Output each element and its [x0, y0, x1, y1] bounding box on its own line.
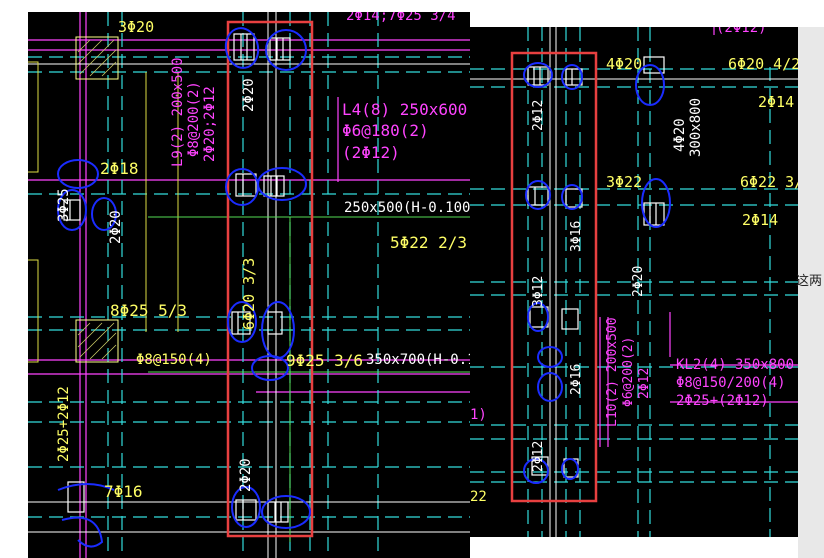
- label-r-6phi22: 6Φ22 3/: [740, 173, 798, 191]
- white-lines: [28, 12, 470, 558]
- label-r-6phi20: 6Φ20 4/2: [728, 55, 798, 73]
- label-left-vertical-bars: 2Φ25+2Φ12: [56, 386, 72, 462]
- rebar-symbols: [63, 33, 291, 523]
- label-l4-stirrup: Φ6@180(2): [342, 121, 429, 140]
- highlight-box: [226, 20, 314, 538]
- cad-drawing-right: (2Φ12) 4Φ20 6Φ20 4/2 2Φ14 2Φ12 4Φ20 300x…: [470, 27, 798, 537]
- label-kl2-stirrup: Φ8@150/200(4): [676, 375, 786, 391]
- cad-canvas-left: 3Φ20 2Φ14;7Φ25 3/4 L9(2) 200x500 Φ8@200(…: [28, 12, 470, 558]
- label-kl2-bars: 2Φ25+(2Φ12): [676, 393, 769, 409]
- label-r-2phi20: 2Φ20: [631, 266, 646, 297]
- label-l10-bars: 2Φ12: [637, 368, 652, 399]
- hatched-columns: [75, 36, 119, 363]
- label-left-7phi16: 7Φ16: [104, 482, 143, 501]
- label-phi25-936: 9Φ25 3/6: [286, 351, 363, 370]
- label-l10-name: L10(2) 200x500: [605, 317, 620, 427]
- gray-side-strip: [798, 27, 824, 558]
- magenta-beam-lines: [28, 12, 470, 558]
- label-l9-bars: 2Φ20;2Φ12: [202, 86, 218, 162]
- label-col-3phi12: 3Φ12: [531, 276, 546, 307]
- label-r-3phi22: 3Φ22: [606, 173, 642, 191]
- label-col-2phi12-bottom: 2Φ12: [531, 441, 546, 472]
- magenta-beam-lines-right: [599, 27, 798, 447]
- label-phi22-523: 5Φ22 2/3: [390, 233, 467, 252]
- blue-annotation-circles-right: [523, 62, 671, 484]
- label-edge-1: 1): [470, 407, 487, 423]
- label-col-3phi16: 3Φ16: [569, 221, 584, 252]
- label-top-3phi20: 3Φ20: [118, 18, 154, 36]
- label-beam-250x500: 250x500(H-0.100: [344, 200, 470, 216]
- cad-canvas-right: (2Φ12) 4Φ20 6Φ20 4/2 2Φ14 2Φ12 4Φ20 300x…: [470, 27, 798, 537]
- label-left-2phi20: 2Φ20: [108, 210, 124, 244]
- label-l9-name: L9(2) 200x500: [170, 57, 186, 167]
- cad-drawing-left: 3Φ20 2Φ14;7Φ25 3/4 L9(2) 200x500 Φ8@200(…: [28, 12, 470, 558]
- label-left-2phi18: 2Φ18: [100, 159, 139, 178]
- label-left-3phi25: 3Φ25: [56, 188, 72, 222]
- label-r-2phi14-b: 2Φ14: [742, 211, 778, 229]
- label-l9-stirrup: Φ8@200(2): [186, 81, 202, 157]
- yellow-wall-lines: [28, 61, 179, 363]
- label-r-4phi20: 4Φ20: [606, 55, 642, 73]
- label-beam-350x700: 350x700(H-0.10: [366, 352, 470, 368]
- label-l10-stirrup: Φ6@200(2): [621, 337, 636, 407]
- label-edge-22: 22: [470, 489, 487, 505]
- highlight-box-right: [510, 51, 598, 503]
- label-top-right-partial: 2Φ14;7Φ25 3/4: [346, 12, 456, 24]
- label-r-4phi20-v: 4Φ20: [672, 118, 688, 152]
- side-note-text: 这两: [796, 274, 823, 289]
- label-left-8phi25: 8Φ25 5/3: [110, 301, 187, 320]
- label-col-2phi20-bottom: 2Φ20: [238, 458, 254, 492]
- label-r-2phi14-a: 2Φ14: [758, 93, 794, 111]
- label-l4-name: L4(8) 250x600: [342, 100, 467, 119]
- blue-annotation-circles: [57, 27, 311, 548]
- label-left-stirrup: Φ8@150(4): [136, 352, 212, 368]
- label-kl2-name: KL2(4) 350x800: [676, 357, 794, 373]
- label-top-2phi12: (2Φ12): [716, 27, 767, 36]
- label-col-2phi20-top: 2Φ20: [241, 78, 257, 112]
- label-col-2phi12-top: 2Φ12: [531, 100, 546, 131]
- label-col-6phi20: 6Φ20 3/3: [240, 258, 258, 330]
- green-lines: [148, 216, 470, 542]
- label-l4-bars: (2Φ12): [342, 143, 400, 162]
- label-col-2phi16: 2Φ16: [569, 364, 584, 395]
- label-r-300x800: 300x800: [688, 98, 704, 157]
